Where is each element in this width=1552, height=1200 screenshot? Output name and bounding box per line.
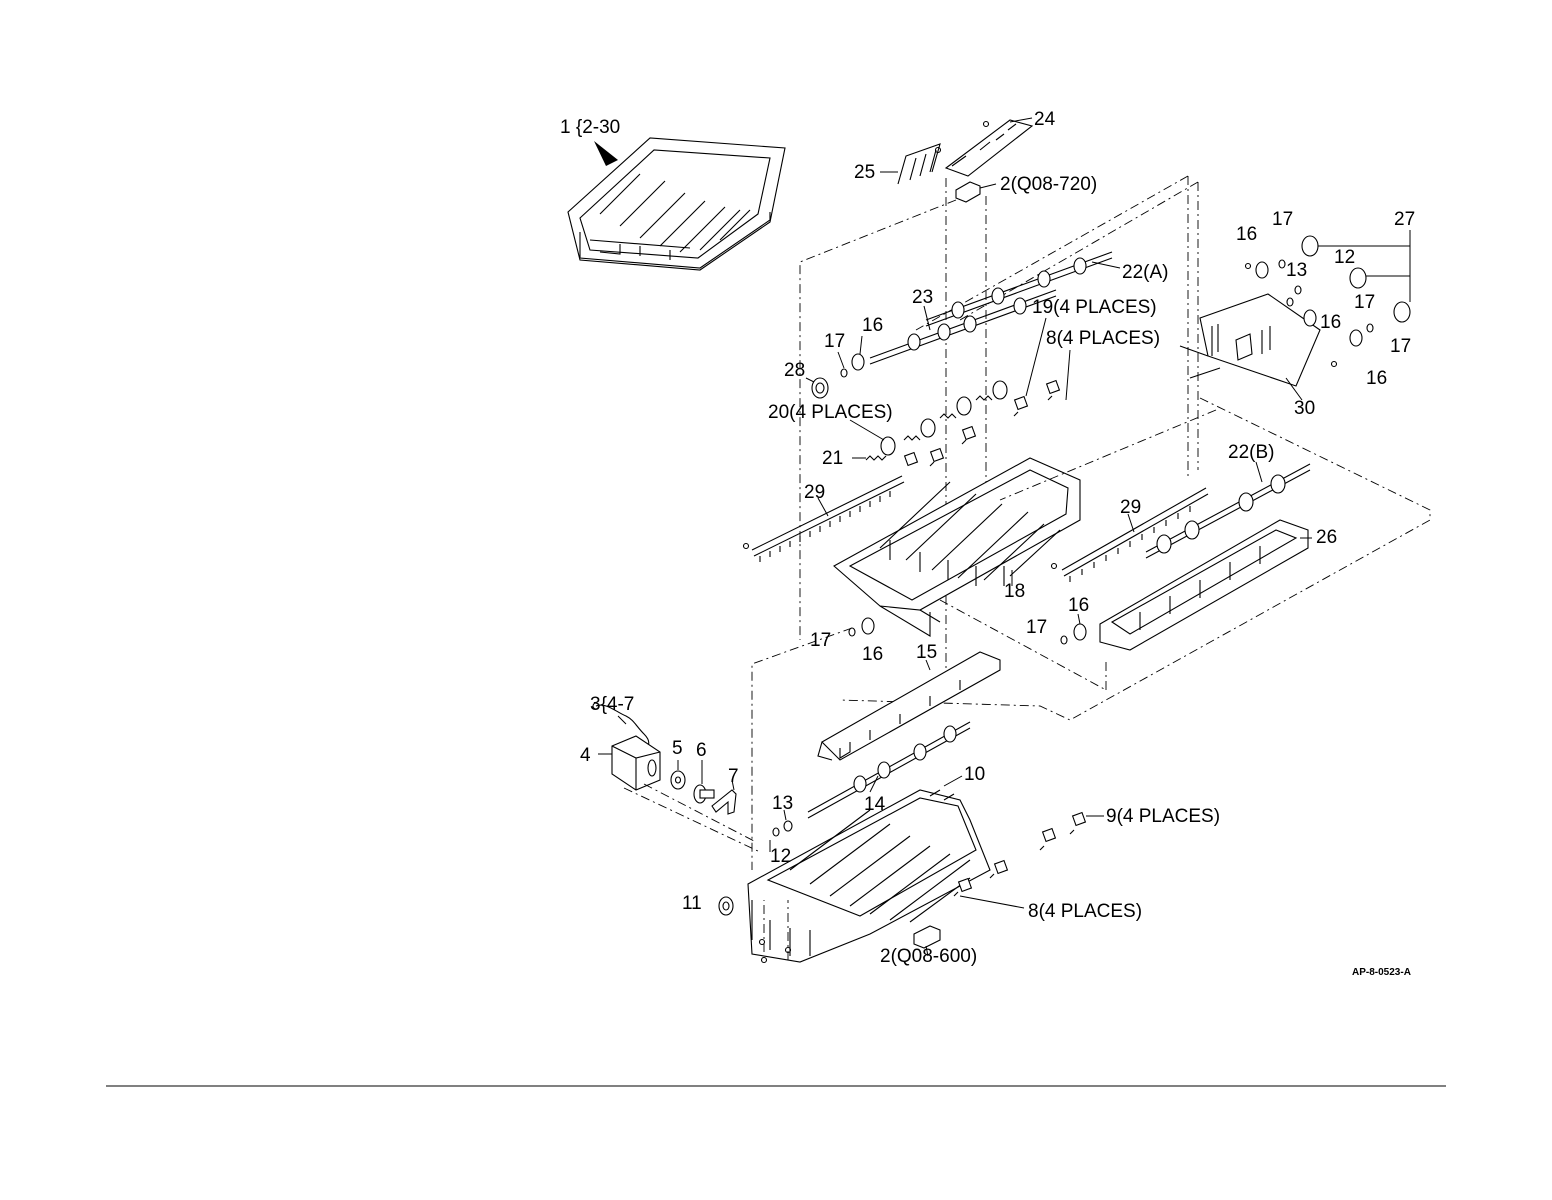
part-24-bracket bbox=[936, 118, 1033, 176]
label-18: 18 bbox=[1004, 581, 1025, 602]
part-30-side-plate bbox=[1180, 294, 1320, 400]
label-12-lower: 12 bbox=[770, 846, 791, 867]
part-5-washer bbox=[671, 760, 685, 789]
label-23: 23 bbox=[912, 287, 933, 308]
label-17-plate-mid: 17 bbox=[1354, 292, 1375, 313]
label-10: 10 bbox=[964, 764, 985, 785]
part-2-sensor-top bbox=[956, 182, 996, 202]
part-4-solenoid bbox=[598, 736, 660, 790]
part-26-lower-guide bbox=[1100, 520, 1312, 650]
part-11-gear bbox=[719, 897, 733, 915]
label-5: 5 bbox=[672, 738, 683, 759]
label-16-plate-mid: 16 bbox=[1320, 312, 1341, 333]
label-15: 15 bbox=[916, 642, 937, 663]
label-17-guide: 17 bbox=[1026, 617, 1047, 638]
label-8-bottom: 8(4 PLACES) bbox=[1028, 901, 1142, 922]
label-7: 7 bbox=[728, 766, 739, 787]
label-16-plate-top: 16 bbox=[1236, 224, 1257, 245]
label-28: 28 bbox=[784, 360, 805, 381]
label-14: 14 bbox=[864, 794, 886, 815]
label-20: 20(4 PLACES) bbox=[768, 402, 893, 423]
label-29-left: 29 bbox=[804, 482, 825, 503]
label-13-lower: 13 bbox=[772, 793, 793, 814]
part-8-springs-top bbox=[930, 350, 1070, 466]
label-19: 19(4 PLACES) bbox=[1032, 297, 1157, 318]
label-9: 9(4 PLACES) bbox=[1106, 806, 1220, 827]
label-30: 30 bbox=[1294, 398, 1315, 419]
label-6: 6 bbox=[696, 740, 707, 761]
assembly-1-thumbnail bbox=[568, 138, 785, 270]
part-28-gear bbox=[806, 378, 828, 398]
part-15-actuator-bar bbox=[818, 652, 1000, 760]
label-24: 24 bbox=[1034, 109, 1056, 130]
part-16-17-left-bearing bbox=[849, 618, 874, 636]
label-22a: 22(A) bbox=[1122, 262, 1168, 283]
label-16-guide: 16 bbox=[1068, 595, 1089, 616]
label-2-q08-720: 2(Q08-720) bbox=[1000, 174, 1097, 195]
label-1-assembly: 1 {2-30 bbox=[560, 117, 620, 138]
label-16-shaft: 16 bbox=[862, 315, 883, 336]
part-6-plunger bbox=[694, 760, 714, 803]
label-12-plate: 12 bbox=[1334, 247, 1355, 268]
part-16-bearing bbox=[852, 336, 864, 370]
part-19-pinch-rollers bbox=[905, 318, 1046, 465]
part-23-roller-shaft bbox=[870, 290, 1056, 364]
part-17-e-ring bbox=[838, 352, 847, 377]
label-21: 21 bbox=[822, 448, 843, 469]
label-17-plate-top: 17 bbox=[1272, 209, 1293, 230]
label-13-plate: 13 bbox=[1286, 260, 1307, 281]
label-17-plate-right: 17 bbox=[1390, 336, 1411, 357]
label-26: 26 bbox=[1316, 527, 1337, 548]
part-16-17-right-bearing bbox=[1061, 614, 1086, 644]
label-25: 25 bbox=[854, 162, 875, 183]
label-2-q08-600: 2(Q08-600) bbox=[880, 946, 977, 967]
label-11: 11 bbox=[682, 893, 702, 914]
label-17-shaft: 17 bbox=[824, 331, 845, 352]
part-25-spring-clip bbox=[880, 144, 940, 184]
pointer-arrow bbox=[594, 141, 618, 166]
label-8-top: 8(4 PLACES) bbox=[1046, 328, 1160, 349]
label-17-frame: 17 bbox=[810, 630, 831, 651]
label-16-frame: 16 bbox=[862, 644, 883, 665]
label-29-right: 29 bbox=[1120, 497, 1141, 518]
label-4: 4 bbox=[580, 745, 591, 766]
label-22b: 22(B) bbox=[1228, 442, 1274, 463]
figure-code: AP-8-0523-A bbox=[1352, 967, 1411, 978]
label-27: 27 bbox=[1394, 209, 1415, 230]
label-3-solenoid: 3{4-7 bbox=[590, 694, 634, 715]
label-16-plate-bottom: 16 bbox=[1366, 368, 1387, 389]
